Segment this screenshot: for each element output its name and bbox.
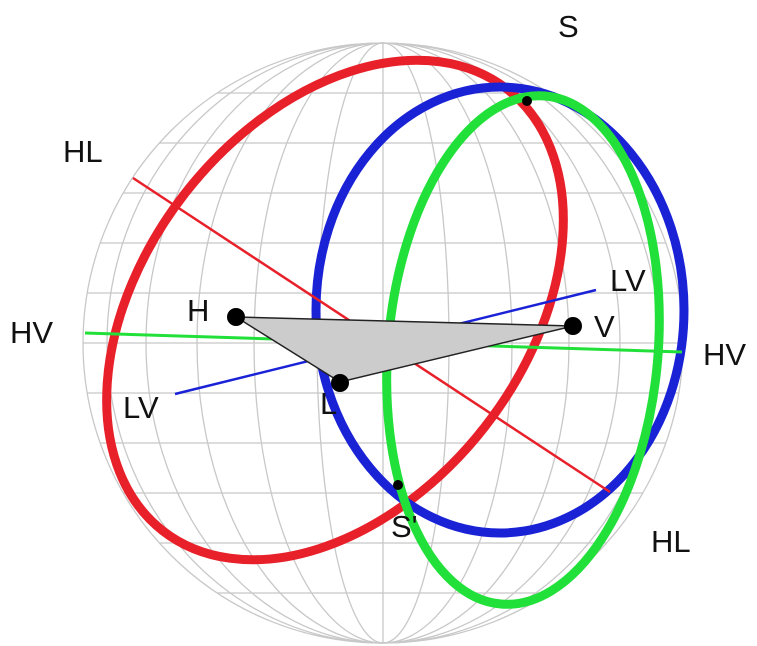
triangle-hvl bbox=[233, 316, 574, 383]
point-s-prime bbox=[393, 480, 403, 490]
label-hl-lower: HL bbox=[651, 524, 691, 559]
label-hv-left: HV bbox=[10, 315, 53, 350]
point-l bbox=[331, 374, 349, 392]
point-v bbox=[564, 317, 582, 335]
label-lv-upper: LV bbox=[610, 263, 646, 298]
label-s: S bbox=[558, 9, 579, 44]
point-s bbox=[522, 96, 532, 106]
lv-great-circle bbox=[311, 82, 689, 538]
point-h bbox=[227, 308, 245, 326]
label-s-prime: S' bbox=[391, 509, 418, 544]
label-hl-upper: HL bbox=[63, 134, 103, 169]
label-h: H bbox=[187, 293, 209, 328]
label-hv-right: HV bbox=[703, 337, 746, 372]
label-l: L bbox=[320, 386, 337, 421]
label-lv-lower: LV bbox=[123, 390, 159, 425]
label-v: V bbox=[594, 309, 615, 344]
